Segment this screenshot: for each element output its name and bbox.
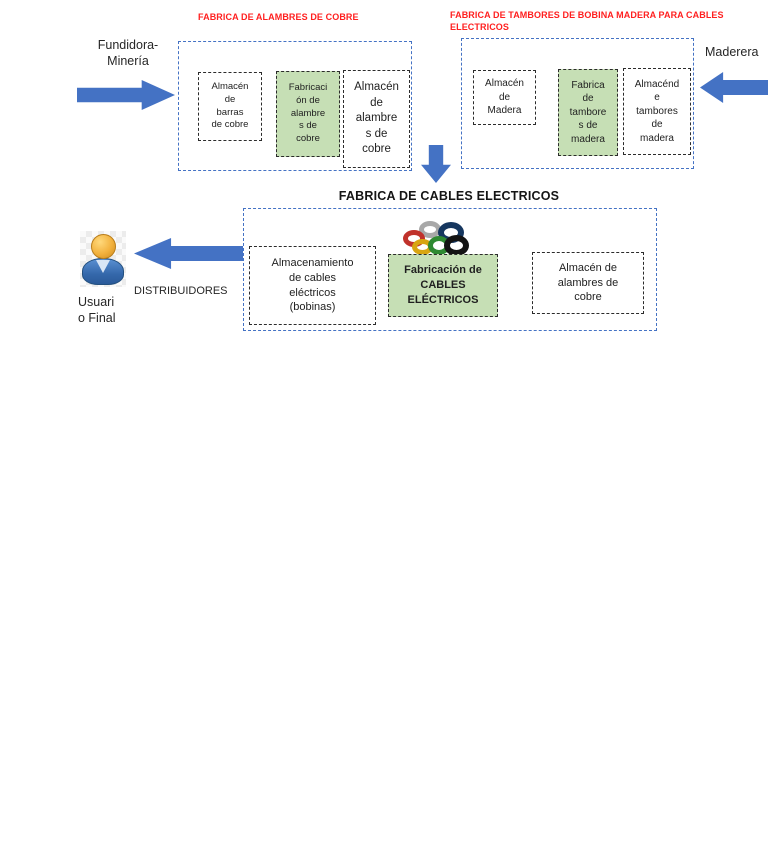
maderera-input-arrow-icon <box>700 72 768 103</box>
cable-coils-icon <box>403 221 469 258</box>
wood-warehouse-box: Almacén de Madera <box>473 70 536 125</box>
wood-drum-warehouse-box: Almacénd e tambores de madera <box>623 68 691 155</box>
usuario-final-label: Usuari o Final <box>78 295 116 325</box>
wood-drum-factory-title: FABRICA DE TAMBORES DE BOBINA MADERA PAR… <box>450 10 724 32</box>
distribution-arrow-icon <box>134 238 243 269</box>
fundidora-input-arrow-icon <box>77 80 175 110</box>
down-flow-arrow-icon <box>421 145 451 183</box>
distribuidores-label: DISTRIBUIDORES <box>134 285 228 297</box>
cable-production-box: Fabricación de CABLES ELÉCTRICOS <box>388 254 498 317</box>
copper-factory-group <box>178 41 412 171</box>
cable-factory-title: FABRICA DE CABLES ELECTRICOS <box>338 189 560 203</box>
cable-storage-box: Almacenamiento de cables eléctricos (bob… <box>249 246 376 325</box>
person-collar-icon <box>96 260 110 273</box>
copper-wire-warehouse-box: Almacén de alambre s de cobre <box>343 70 410 168</box>
wood-drum-factory-group <box>461 38 694 169</box>
cable-ring-icon <box>444 235 469 256</box>
person-head-icon <box>91 234 116 259</box>
copper-factory-title: FABRICA DE ALAMBRES DE COBRE <box>198 12 359 22</box>
copper-wire-stock-box: Almacén de alambres de cobre <box>532 252 644 314</box>
maderera-label: Maderera <box>705 45 759 59</box>
copper-wire-production-box: Fabricaci ón de alambre s de cobre <box>276 71 340 157</box>
cable-factory-group <box>243 208 657 331</box>
copper-bars-warehouse-box: Almacén de barras de cobre <box>198 72 262 141</box>
wood-drum-production-box: Fabrica de tambore s de madera <box>558 69 618 156</box>
fundidora-label: Fundidora- Minería <box>97 38 159 68</box>
usuario-final-person-icon <box>80 231 126 287</box>
